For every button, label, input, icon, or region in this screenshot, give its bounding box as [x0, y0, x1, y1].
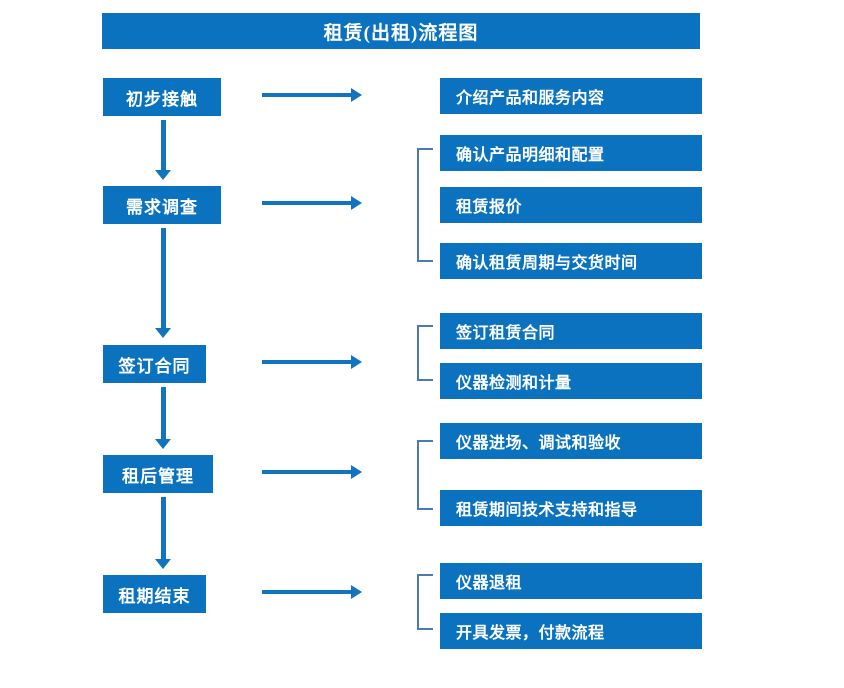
arrow-down-icon-4	[155, 497, 171, 569]
arrow-shaft	[161, 120, 166, 171]
detail-box-invoice-payment[interactable]: 开具发票，付款流程	[440, 613, 702, 649]
arrow-right-icon-5	[262, 585, 362, 599]
arrow-shaft	[262, 201, 352, 205]
arrow-head	[351, 585, 362, 599]
arrow-head	[155, 559, 171, 569]
arrow-shaft	[262, 93, 352, 97]
arrow-head	[155, 170, 171, 180]
arrow-shaft	[262, 590, 352, 594]
arrow-shaft	[262, 360, 352, 364]
arrow-head	[155, 328, 171, 338]
detail-box-confirm-period-delivery[interactable]: 确认租赁周期与交货时间	[440, 243, 702, 279]
arrow-head	[351, 465, 362, 479]
detail-box-instrument-onsite-commission[interactable]: 仪器进场、调试和验收	[440, 423, 702, 459]
arrow-down-icon-1	[155, 120, 171, 180]
detail-box-instrument-inspection[interactable]: 仪器检测和计量	[440, 363, 702, 399]
arrow-head	[155, 439, 171, 449]
detail-box-technical-support[interactable]: 租赁期间技术支持和指导	[440, 490, 702, 526]
bracket-connector-group-4	[417, 440, 433, 510]
arrow-down-icon-2	[155, 228, 171, 338]
stage-box-sign-contract[interactable]: 签订合同	[103, 345, 206, 383]
bracket-connector-group-5	[417, 574, 433, 630]
page-title: 租赁(出租)流程图	[102, 13, 700, 49]
arrow-right-icon-3	[262, 355, 362, 369]
arrow-shaft	[161, 228, 166, 329]
arrow-shaft	[262, 470, 352, 474]
arrow-shaft	[161, 497, 166, 560]
arrow-right-icon-2	[262, 196, 362, 210]
detail-box-confirm-product-spec[interactable]: 确认产品明细和配置	[440, 135, 702, 171]
arrow-down-icon-3	[155, 387, 171, 449]
arrow-head	[351, 88, 362, 102]
bracket-connector-group-3	[417, 325, 433, 381]
detail-box-instrument-return[interactable]: 仪器退租	[440, 563, 702, 599]
bracket-connector-group-2	[417, 148, 433, 262]
arrow-head	[351, 355, 362, 369]
stage-box-initial-contact[interactable]: 初步接触	[103, 78, 221, 116]
detail-box-introduce-products[interactable]: 介绍产品和服务内容	[440, 78, 702, 114]
stage-box-rental-end[interactable]: 租期结束	[103, 575, 206, 613]
arrow-right-icon-4	[262, 465, 362, 479]
arrow-right-icon-1	[262, 88, 362, 102]
stage-box-needs-survey[interactable]: 需求调查	[103, 186, 221, 224]
detail-box-sign-rental-contract[interactable]: 签订租赁合同	[440, 313, 702, 349]
arrow-head	[351, 196, 362, 210]
detail-box-rental-quote[interactable]: 租赁报价	[440, 187, 702, 223]
stage-box-post-rental-management[interactable]: 租后管理	[103, 455, 213, 493]
arrow-shaft	[161, 387, 166, 440]
